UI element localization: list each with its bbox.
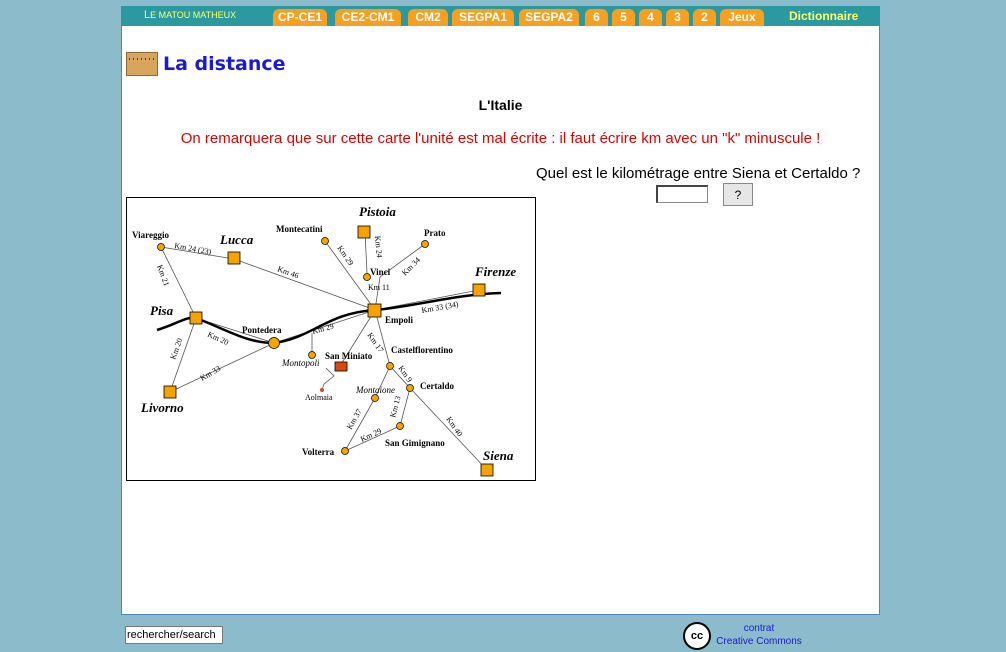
label-montopoli: Montopoli [281,358,320,368]
check-answer-button[interactable]: ? [723,183,753,206]
siena-marker [480,463,494,477]
answer-input[interactable] [656,185,708,203]
tab-3[interactable]: 3 [666,9,689,26]
tab-ce2-cm1[interactable]: CE2-CM1 [335,9,401,26]
dist-livorno-pontedera: Km 33 [199,364,223,383]
label-viareggio: Viareggio [132,230,169,240]
label-castelflorentino: Castelflorentino [391,345,453,355]
dist-pontedera-empoli: Km 29 [311,322,335,336]
label-certaldo: Certaldo [420,381,454,391]
content-panel: La distance L'Italie On remarquera que s… [121,26,880,615]
top-navigation-bar: Le Matou matheux CP-CE1 CE2-CM1 CM2 SEGP… [121,6,880,26]
dist-lucca-empoli: Km 46 [276,264,300,280]
label-aolmaia: Aolmaia [305,393,333,402]
label-san-miniato: San Miniato [325,351,373,361]
label-empoli: Empoli [385,315,414,325]
dist-viareggio-pisa: Km 21 [155,264,171,288]
firenze-marker [472,283,486,297]
license-link[interactable]: contrat Creative Commons [713,622,805,648]
creative-commons-icon[interactable]: cc [683,622,711,650]
label-pontedera: Pontedera [242,325,282,335]
tab-2[interactable]: 2 [693,9,716,26]
label-montaione: Montaione [355,385,395,395]
label-pisa: Pisa [150,303,174,318]
ruler-icon [126,52,158,76]
dist-pisa-pontedera: Km 20 [206,330,230,347]
map-subtitle: L'Italie [478,97,523,113]
pisa-marker [189,311,203,325]
empoli-marker [367,303,382,318]
label-siena: Siena [483,448,514,463]
dist-prato: Km 34 [400,255,422,277]
tab-segpa2[interactable]: SEGPA2 [519,9,579,26]
search-input[interactable] [125,626,223,644]
dist-volterra-montaione: Km 37 [345,407,364,431]
label-pistoia: Pistoia [359,204,396,219]
distance-labels: Km 24 (23) Km 21 Km 46 Km 29 Km 24 Km 34… [155,235,464,443]
dist-montecatini: Km 29 [335,244,355,267]
dist-certaldo-sangimignano: Km 13 [388,395,402,419]
remark-text: On remarquera que sur cette carte l'unit… [180,130,821,147]
town-labels: Viareggio Montecatini Prato Vinci Empoli… [132,224,454,457]
label-montecatini: Montecatini [276,224,323,234]
dist-vinci-empoli: Km 11 [368,283,390,292]
dist-castel-certaldo: Km 9 [396,364,414,384]
tab-cm2[interactable]: CM2 [408,9,448,26]
label-lucca: Lucca [219,232,254,247]
label-volterra: Volterra [302,447,335,457]
dist-volterra-sangimignano: Km 29 [359,426,383,443]
lucca-marker [227,251,241,265]
site-brand-link[interactable]: Le Matou matheux [144,9,236,21]
italy-map: Pistoia Lucca Firenze Pisa Livorno Siena… [126,197,536,481]
major-city-labels: Pistoia Lucca Firenze Pisa Livorno Siena [140,204,516,463]
license-line-1: contrat [743,623,775,634]
pistoia-marker [357,225,371,239]
tab-6[interactable]: 6 [585,9,608,26]
tab-4[interactable]: 4 [639,9,662,26]
license-line-2: Creative Commons [716,636,802,647]
major-city-markers [163,225,494,477]
livorno-marker [163,385,177,399]
dist-viareggio-lucca: Km 24 (23) [174,241,213,256]
brand-initial: L [144,9,151,21]
town-markers [157,237,429,455]
label-san-gimignano: San Gimignano [385,438,445,448]
page-title: La distance [163,53,286,75]
tab-5[interactable]: 5 [612,9,635,26]
san-miniato-marker [334,361,348,372]
label-livorno: Livorno [140,400,184,415]
tab-segpa1[interactable]: SEGPA1 [452,9,514,26]
dictionary-link[interactable]: Dictionnaire [789,9,859,23]
tab-jeux[interactable]: Jeux [720,9,764,26]
label-prato: Prato [424,228,446,238]
dist-pistoia-vinci: Km 24 [373,235,384,258]
question-text: Quel est le kilométrage entre Siena et C… [536,165,861,182]
brand-name: e Matou matheux [150,10,237,20]
label-vinci: Vinci [370,267,391,277]
tab-cp-ce1[interactable]: CP-CE1 [273,9,327,26]
label-firenze: Firenze [474,264,516,279]
